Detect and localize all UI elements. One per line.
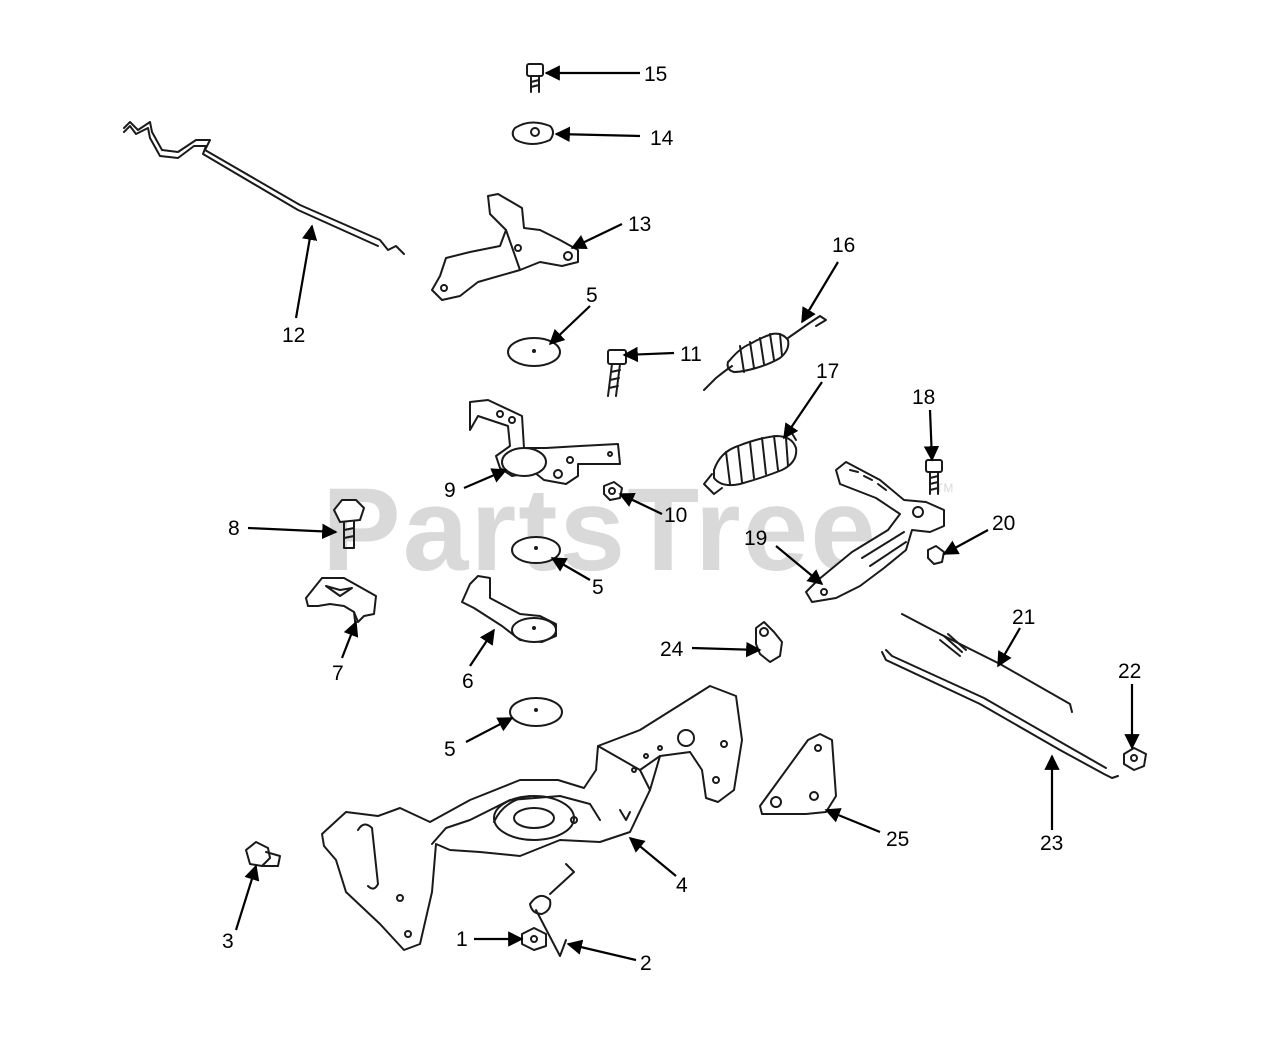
callout-5-top: 5 (586, 284, 598, 307)
part-12-rod[interactable] (123, 121, 405, 255)
callout-1: 1 (456, 928, 468, 951)
part-1-nut[interactable] (521, 927, 547, 951)
callout-23: 23 (1040, 832, 1063, 855)
part-5-washer-middle[interactable] (511, 536, 561, 564)
part-19-bracket[interactable] (805, 461, 945, 603)
callout-25: 25 (886, 828, 909, 851)
callout-5-middle: 5 (592, 576, 604, 599)
watermark-tm: TM (936, 481, 953, 495)
part-17-spring[interactable] (703, 429, 798, 495)
callout-6: 6 (462, 670, 474, 693)
part-21-rod[interactable] (901, 613, 1073, 713)
callout-5-bottom: 5 (444, 738, 456, 761)
part-6-lever[interactable] (461, 575, 557, 643)
callout-4: 4 (676, 874, 688, 897)
part-16-spring[interactable] (703, 315, 827, 391)
callout-leaders (234, 65, 1140, 962)
callout-10: 10 (664, 504, 687, 527)
callout-8: 8 (228, 517, 240, 540)
callout-17: 17 (816, 360, 839, 383)
callout-13: 13 (628, 213, 651, 236)
callout-18: 18 (912, 386, 935, 409)
callout-15: 15 (644, 63, 667, 86)
watermark-text: PartsTree (322, 464, 878, 596)
part-13-lever[interactable] (431, 193, 579, 301)
callout-3: 3 (222, 930, 234, 953)
part-23-rod[interactable] (881, 649, 1119, 779)
callout-7: 7 (332, 662, 344, 685)
part-14-washer[interactable] (511, 121, 554, 145)
callout-16: 16 (832, 234, 855, 257)
part-11-screw[interactable] (607, 349, 627, 397)
part-24-ferrule[interactable] (755, 621, 783, 663)
callout-9: 9 (444, 479, 456, 502)
part-3-fitting[interactable] (245, 841, 281, 867)
part-4-control-plate[interactable] (321, 685, 743, 951)
callout-12: 12 (282, 324, 305, 347)
part-20-nut[interactable] (927, 545, 945, 565)
part-2-spring[interactable] (529, 863, 575, 957)
part-25-bracket[interactable] (759, 733, 837, 815)
part-8-bolt[interactable] (333, 499, 365, 549)
callout-21: 21 (1012, 606, 1035, 629)
callout-2: 2 (640, 952, 652, 975)
part-15-screw[interactable] (526, 63, 544, 93)
watermark: PartsTree TM (322, 464, 953, 596)
part-22-nut[interactable] (1123, 747, 1147, 771)
callout-19: 19 (744, 527, 767, 550)
callout-20: 20 (992, 512, 1015, 535)
part-9-lever[interactable] (469, 399, 621, 485)
callout-labels: 15 14 13 12 16 5 11 17 18 9 10 8 20 19 5… (222, 63, 1141, 975)
part-5-washer-top[interactable] (507, 337, 561, 367)
callout-22: 22 (1118, 660, 1141, 683)
part-5-washer-bottom[interactable] (509, 697, 563, 727)
callout-24: 24 (660, 638, 684, 661)
callout-11: 11 (680, 343, 702, 366)
callout-14: 14 (650, 127, 674, 150)
